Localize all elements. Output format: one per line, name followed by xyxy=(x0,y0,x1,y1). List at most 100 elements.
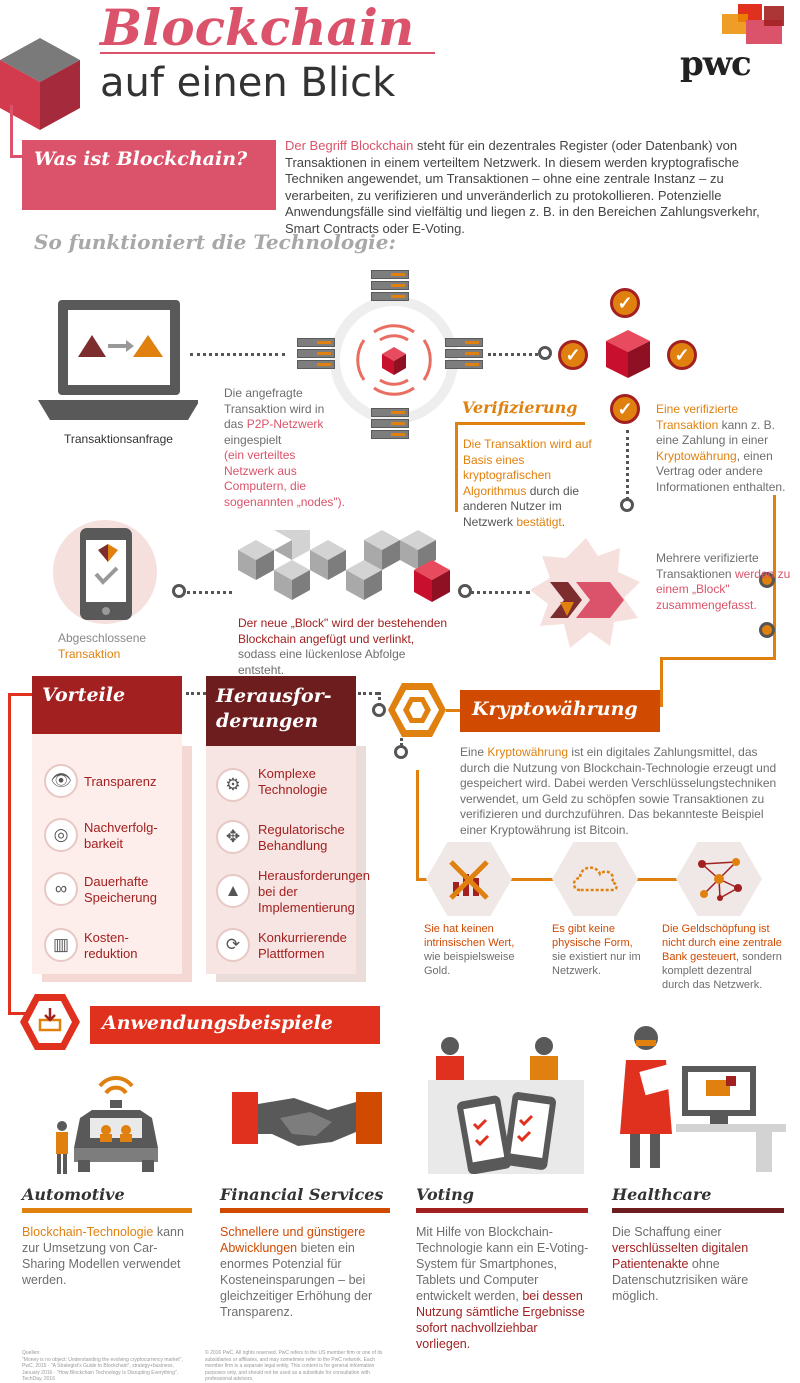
check-icon: ✓ xyxy=(610,288,640,318)
connector xyxy=(626,430,629,500)
no-value-icon xyxy=(449,860,489,900)
healthcare-bar xyxy=(612,1208,784,1213)
cycle-icon: ⟳ xyxy=(216,928,250,962)
challenges-heading-box: Herausfor-derungen xyxy=(206,676,356,746)
healthcare-illustration xyxy=(620,1026,786,1172)
laptop-icon xyxy=(38,300,198,420)
connector xyxy=(186,692,206,695)
connector-node xyxy=(172,584,186,598)
connector-node xyxy=(394,745,408,759)
advantage-item: Nachverfolg-barkeit xyxy=(84,820,158,851)
title-connector xyxy=(10,155,32,158)
eye-icon: 👁 xyxy=(44,764,78,798)
infinity-icon: ∞ xyxy=(44,872,78,906)
fact-text: Sie hat keinen intrinsischen Wert, wie b… xyxy=(424,923,515,977)
flow-line xyxy=(446,709,460,712)
block-merge-icon xyxy=(530,538,640,648)
verify-title: Verifizierung xyxy=(462,398,578,417)
what-heading-box: Was ist Blockchain? xyxy=(22,140,276,210)
financial-text: Schnellere und günstigere Abwicklungen b… xyxy=(220,1225,373,1319)
connector-node xyxy=(759,572,775,588)
voting-bar xyxy=(416,1208,588,1213)
automotive-bar xyxy=(22,1208,192,1213)
financial-bar xyxy=(220,1208,390,1213)
verify-text: Die Transaktion wird auf Basis eines kry… xyxy=(463,437,592,529)
connector-node xyxy=(538,346,552,360)
page-title: Blockchain xyxy=(100,0,415,57)
chain-text: Der neue „Block" wird der bestehenden Bl… xyxy=(238,616,448,677)
connector xyxy=(182,591,232,594)
flow-line xyxy=(416,770,419,880)
fact-text: Es gibt keine physische Form, sie existi… xyxy=(552,923,641,977)
connector-node xyxy=(458,584,472,598)
crypto-text: Eine Kryptowährung ist ein digitales Zah… xyxy=(460,745,777,837)
complex-icon: ⚙ xyxy=(216,768,250,802)
voting-text: Mit Hilfe von Blockchain-Technologie kan… xyxy=(416,1225,589,1351)
flow-line xyxy=(660,657,776,660)
advantage-item: Transparenz xyxy=(84,774,157,789)
sources: Quellen:"Money is no object: Understandi… xyxy=(22,1350,183,1382)
connector-node xyxy=(372,703,386,717)
block-text: Mehrere verifizierte Transaktionen werde… xyxy=(656,551,791,612)
inbox-hex-icon xyxy=(20,994,80,1050)
signal-cube-icon xyxy=(356,324,432,396)
advantages-heading-box: Vorteile xyxy=(32,676,182,734)
server-icon xyxy=(445,338,483,372)
request-label: Transaktionsanfrage xyxy=(64,432,173,446)
handshake-illustration xyxy=(232,1092,382,1146)
chart-down-icon: ▥ xyxy=(44,928,78,962)
advantage-item: Kosten-reduktion xyxy=(84,930,138,961)
voting-title: Voting xyxy=(416,1185,474,1204)
uses-heading-box: Anwendungsbeispiele xyxy=(90,1006,380,1044)
cone-icon: ▲ xyxy=(216,874,250,908)
what-text: Der Begriff Blockchain steht für ein dez… xyxy=(285,138,760,236)
cloud-dotted-icon xyxy=(572,866,618,892)
check-icon: ✓ xyxy=(558,340,588,370)
verify-rule xyxy=(455,422,585,425)
connector xyxy=(378,692,381,706)
voting-illustration xyxy=(428,1037,584,1174)
server-icon xyxy=(371,270,409,304)
connector xyxy=(190,353,285,356)
advantages-heading: Vorteile xyxy=(42,684,126,706)
title-connector xyxy=(10,105,13,157)
financial-title: Financial Services xyxy=(220,1185,384,1204)
server-icon xyxy=(371,408,409,442)
page-subtitle: auf einen Blick xyxy=(100,60,396,106)
fact-text: Die Geldschöpfung ist nicht durch eine z… xyxy=(662,923,782,991)
p2p-text: Die angefragte Transaktion wird in das P… xyxy=(224,386,346,509)
title-rule xyxy=(100,52,435,54)
how-heading: So funktioniert die Technologie: xyxy=(34,230,396,254)
target-icon: ◎ xyxy=(44,818,78,852)
server-icon xyxy=(297,338,335,372)
challenges-heading: Herausfor-derungen xyxy=(216,685,332,732)
move-arrows-icon: ✥ xyxy=(216,820,250,854)
connector xyxy=(488,353,543,356)
automotive-text: Blockchain-Technologie kann zur Umsetzun… xyxy=(22,1225,184,1287)
verified-text: Eine verifizierte Transaktion kann z. B.… xyxy=(656,402,786,494)
blockchain-icon xyxy=(238,530,450,602)
flow-line xyxy=(8,693,40,696)
challenge-item: Komplexe Technologie xyxy=(258,766,328,797)
crypto-heading: Kryptowährung xyxy=(472,698,638,720)
legal-note: © 2016 PwC. All rights reserved. PwC ref… xyxy=(205,1350,383,1382)
cube-icon xyxy=(0,38,80,130)
check-icon: ✓ xyxy=(610,394,640,424)
challenge-item: Konkurrierende Plattformen xyxy=(258,930,347,961)
block-cube-icon xyxy=(606,330,650,378)
challenge-item: Herausforderungen bei der Implementierun… xyxy=(258,868,371,915)
car-sharing-illustration xyxy=(56,1076,158,1174)
advantage-item: Dauerhafte Speicherung xyxy=(84,874,157,905)
healthcare-text: Die Schaffung einer verschlüsselten digi… xyxy=(612,1225,749,1303)
connector-node xyxy=(620,498,634,512)
network-icon xyxy=(698,858,742,901)
check-icon: ✓ xyxy=(667,340,697,370)
automotive-title: Automotive xyxy=(22,1185,125,1204)
smartphone-icon xyxy=(80,528,132,620)
verify-rule xyxy=(455,422,458,512)
crypto-heading-box: Kryptowährung xyxy=(460,690,660,732)
challenge-item: Regulatorische Behandlung xyxy=(258,822,345,853)
what-heading: Was ist Blockchain? xyxy=(34,148,248,170)
flow-line xyxy=(660,657,663,707)
